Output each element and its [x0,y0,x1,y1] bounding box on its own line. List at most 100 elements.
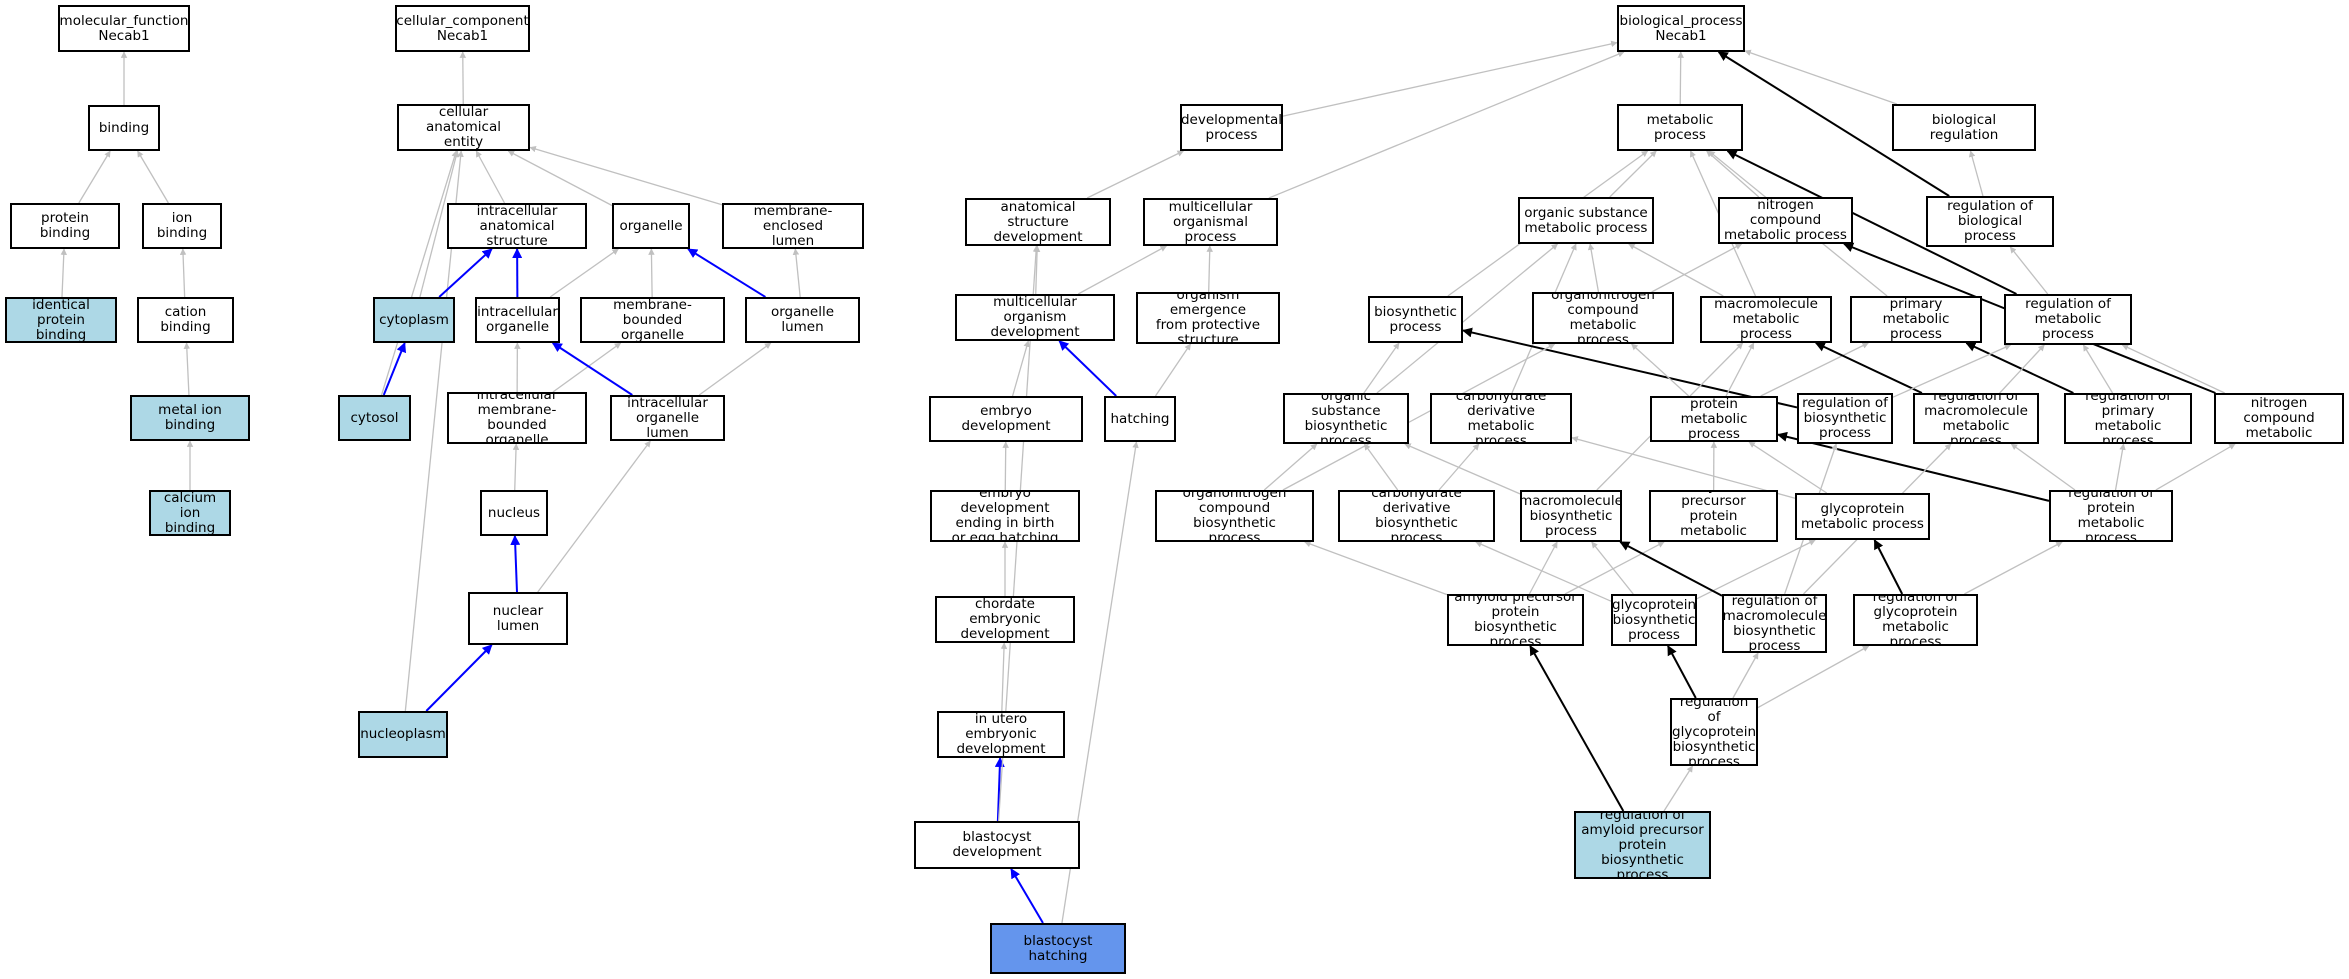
go-term-node-ocmp[interactable]: organonitrogen compound metabolic proces… [1532,292,1674,344]
edge-regprotmp-to-regprimmp [2114,443,2126,491]
go-term-node-blastdev[interactable]: blastocyst development [914,821,1080,869]
go-term-node-blasthatch[interactable]: blastocyst hatching [990,923,1126,974]
edge-regglycobp-to-regglycomp [1757,645,1870,709]
edge-regprotmp-to-regmacromp [2010,443,2076,491]
go-term-node-protbind[interactable]: protein binding [10,203,120,249]
edge-ocbp-to-osbp [1263,443,1318,491]
edge-nuclumen-to-iol [537,440,651,593]
go-term-node-appbp[interactable]: amyloid precursor protein biosynthetic p… [1447,594,1584,646]
go-term-node-regprotmp[interactable]: regulation of protein metabolic process [2049,490,2173,542]
edge-glycomp-to-cdmp [1571,436,1796,499]
go-term-label: membrane-enclosed lumen [753,203,833,249]
edge-protbind-to-binding [78,150,111,204]
go-term-node-ionbind[interactable]: ion binding [142,203,222,249]
go-term-node-asd[interactable]: anatomical structure development [965,198,1111,246]
go-term-node-ocbp[interactable]: organonitrogen compound biosynthetic pro… [1155,490,1314,542]
edge-nuclumen-to-nucleus [510,535,521,593]
edge-regglycobp-to-glycobp [1667,645,1697,699]
go-term-label: regulation of nitrogen compound metaboli… [2236,395,2322,442]
go-term-node-osmp[interactable]: organic substance metabolic process [1518,197,1654,244]
go-term-node-organelle[interactable]: organelle [612,203,690,249]
go-term-node-bp[interactable]: biological_process Necab1 [1617,5,1745,52]
go-term-node-intraorg[interactable]: intracellular organelle [475,297,560,343]
edge-regbiosyn-to-regmp [1892,344,2012,398]
go-term-node-primmp[interactable]: primary metabolic process [1850,296,1982,343]
edge-protmp-to-macromp [1725,342,1755,397]
go-term-label: regulation of macromolecule biosynthetic… [1722,594,1827,653]
go-term-label: macromolecule biosynthetic process [1520,492,1622,539]
go-term-node-protmp[interactable]: protein metabolic process [1650,396,1778,442]
go-term-node-ncmp[interactable]: nitrogen compound metabolic process [1718,197,1853,244]
go-term-node-membbound[interactable]: membrane-bounded organelle [580,297,725,343]
go-term-node-inutero[interactable]: in utero embryonic development [937,711,1065,758]
go-term-node-regappbp[interactable]: regulation of amyloid precursor protein … [1574,811,1711,879]
go-term-node-embdev[interactable]: embryo development [929,396,1083,442]
go-term-node-hatching[interactable]: hatching [1104,396,1176,442]
go-term-label: cation binding [160,304,211,335]
go-term-node-oefps[interactable]: organism emergence from protective struc… [1136,292,1280,344]
go-term-label: membrane-bounded organelle [613,297,692,343]
go-term-node-cytoplasm[interactable]: cytoplasm [373,297,455,343]
go-term-node-glycomp[interactable]: glycoprotein metabolic process [1795,493,1930,540]
go-term-node-imbo[interactable]: intracellular membrane-bounded organelle [447,392,587,444]
go-term-node-glycobp[interactable]: glycoprotein biosynthetic process [1611,594,1697,646]
go-term-label: regulation of biological process [1947,198,2033,244]
go-term-node-cae[interactable]: cellular anatomical entity [397,104,530,151]
edge-regprotmp-to-regncmp [2155,443,2236,491]
go-term-node-identprot[interactable]: identical protein binding [5,297,117,343]
go-term-node-cdmp[interactable]: carbohydrate derivative metabolic proces… [1430,393,1572,444]
edge-ias-to-cae [475,150,506,204]
go-term-node-appmp[interactable]: amyloid precursor protein metabolic proc… [1649,490,1778,542]
go-term-node-regprimmp[interactable]: regulation of primary metabolic process [2064,393,2192,444]
go-term-node-nucleus[interactable]: nucleus [480,490,548,536]
go-term-node-binding[interactable]: binding [88,105,160,151]
edge-regmp-to-regbp [2009,246,2049,295]
go-term-node-regglycomp[interactable]: regulation of glycoprotein metabolic pro… [1853,594,1978,646]
go-term-node-ias[interactable]: intracellular anatomical structure [447,203,587,249]
go-term-node-metproc[interactable]: metabolic process [1617,104,1743,151]
edge-regappbp-to-appbp [1529,645,1625,812]
edge-mod-to-mop [1077,245,1167,295]
edge-regglycobp-to-regmacrobp [1732,652,1759,699]
go-term-node-osbp[interactable]: organic substance biosynthetic process [1283,393,1409,444]
go-term-node-biosyn[interactable]: biosynthetic process [1368,296,1463,343]
go-term-node-bioreg[interactable]: biological regulation [1892,104,2036,151]
go-term-node-mod[interactable]: multicellular organism development [955,294,1115,341]
go-term-node-metalion[interactable]: metal ion binding [130,395,250,441]
go-term-label: intracellular anatomical structure [476,203,558,249]
go-term-node-memencl[interactable]: membrane-enclosed lumen [722,203,864,249]
edge-glycobp-to-macrobp [1591,541,1634,595]
go-term-node-macromp[interactable]: macromolecule metabolic process [1700,296,1832,343]
go-term-node-regglycobp[interactable]: regulation of glycoprotein biosynthetic … [1670,698,1758,766]
go-term-label: regulation of primary metabolic process [2085,393,2171,444]
go-term-node-macrobp[interactable]: macromolecule biosynthetic process [1520,490,1622,542]
go-term-node-devproc[interactable]: developmental process [1180,104,1283,151]
go-term-node-nucleoplasm[interactable]: nucleoplasm [358,711,448,758]
go-term-node-cationbind[interactable]: cation binding [137,297,234,343]
go-term-node-cc[interactable]: cellular_component Necab1 [395,5,530,52]
go-term-label: protein binding [39,210,91,241]
edge-cytosol-to-cytoplasm [382,342,407,396]
go-term-node-regbiosyn[interactable]: regulation of biosynthetic process [1797,393,1893,444]
edge-membbound-to-organelle [648,248,655,298]
edge-appbp-to-ocbp [1304,540,1448,596]
go-term-node-edebeh[interactable]: embryo development ending in birth or eg… [930,490,1080,542]
go-term-node-calcium[interactable]: calcium ion binding [149,490,231,536]
go-term-label: amyloid precursor protein biosynthetic p… [1454,594,1577,646]
go-term-node-orglumen[interactable]: organelle lumen [745,297,860,343]
edge-appbp-to-macrobp [1528,541,1558,595]
edge-regncmp-to-regmp [2121,344,2225,394]
go-term-node-regncmp[interactable]: regulation of nitrogen compound metaboli… [2214,393,2344,444]
go-term-node-mf[interactable]: molecular_function Necab1 [58,5,190,52]
go-term-node-iol[interactable]: intracellular organelle lumen [610,395,725,441]
go-term-label: protein metabolic process [1680,396,1748,442]
go-term-node-regmacrobp[interactable]: regulation of macromolecule biosynthetic… [1722,594,1827,653]
go-term-node-mop[interactable]: multicellular organismal process [1143,198,1278,246]
go-term-node-regbp[interactable]: regulation of biological process [1926,196,2054,247]
go-term-node-regmp[interactable]: regulation of metabolic process [2004,294,2132,345]
go-term-node-chordemb[interactable]: chordate embryonic development [935,596,1075,643]
go-term-node-nuclumen[interactable]: nuclear lumen [468,592,568,645]
go-term-node-cdbp[interactable]: carbohydrate derivative biosynthetic pro… [1338,490,1495,542]
go-term-node-cytosol[interactable]: cytosol [338,395,411,441]
go-term-node-regmacromp[interactable]: regulation of macromolecule metabolic pr… [1913,393,2039,444]
